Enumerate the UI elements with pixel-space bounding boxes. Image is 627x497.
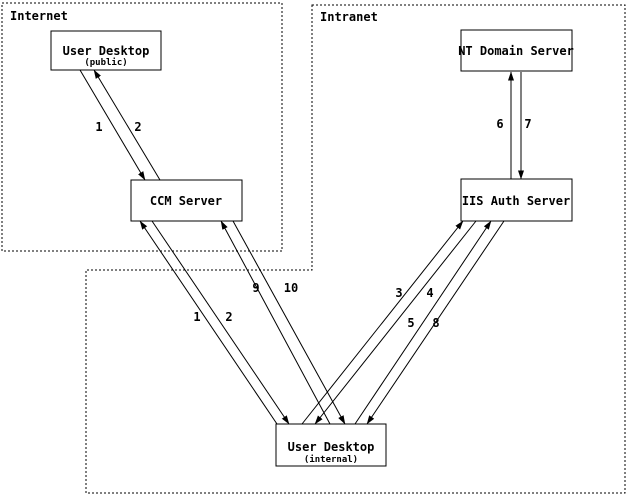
step-label-9: 9 [252,281,259,295]
node-iis-auth-server: IIS Auth Server [460,178,573,222]
edge-step9-internal-desktop-to-ccm [220,220,331,425]
nt-domain-server-title: NT Domain Server [458,44,574,58]
edge-step10-ccm-to-internal-desktop [232,220,346,425]
step-label-1-public: 1 [95,120,102,134]
node-user-desktop-internal: User Desktop (internal) [275,423,387,467]
edge-step3-internal-desktop-to-iis [301,220,464,425]
intranet-zone-label: Intranet [320,10,378,24]
edge-step4-iis-to-internal-desktop [314,220,477,425]
step-label-2-public: 2 [134,120,141,134]
step-label-7: 7 [524,117,531,131]
internet-zone-border [1,2,283,252]
edge-step8-iis-to-internal-desktop [366,220,505,425]
step-label-4: 4 [426,286,433,300]
step-label-8: 8 [432,316,439,330]
user-desktop-public-subtitle: (public) [84,57,127,68]
user-desktop-public-title: User Desktop [63,44,150,58]
node-nt-domain-server: NT Domain Server [458,29,574,72]
step-label-6: 6 [496,117,503,131]
user-desktop-internal-subtitle: (internal) [304,454,358,465]
user-desktop-public-box [50,30,162,71]
step-label-10: 10 [284,281,298,295]
node-ccm-server: CCM Server [130,179,243,222]
edges [79,69,524,425]
edge-step2-ccm-to-public-desktop [93,69,161,181]
edge-step2-ccm-to-internal-desktop [151,220,290,425]
internet-zone-label: Internet [10,9,68,23]
step-label-3: 3 [395,286,402,300]
nt-domain-server-box [460,29,573,72]
iis-auth-server-title: IIS Auth Server [462,194,570,208]
iis-auth-server-box [460,178,573,222]
edge-step1-internal-desktop-to-ccm [139,220,278,425]
edge-step5-internal-desktop-to-iis [354,220,492,425]
node-user-desktop-public: User Desktop (public) [50,30,162,71]
step-label-1-internal: 1 [193,310,200,324]
intranet-zone-border [85,4,626,494]
edge-step1-public-desktop-to-ccm [79,69,146,181]
ccm-server-box [130,179,243,222]
ccm-server-title: CCM Server [150,194,222,208]
edge-labels: 1 2 1 2 9 10 3 4 5 8 6 7 [95,117,531,330]
user-desktop-internal-box [275,423,387,467]
step-label-2-internal: 2 [225,310,232,324]
step-label-5: 5 [407,316,414,330]
user-desktop-internal-title: User Desktop [288,440,375,454]
